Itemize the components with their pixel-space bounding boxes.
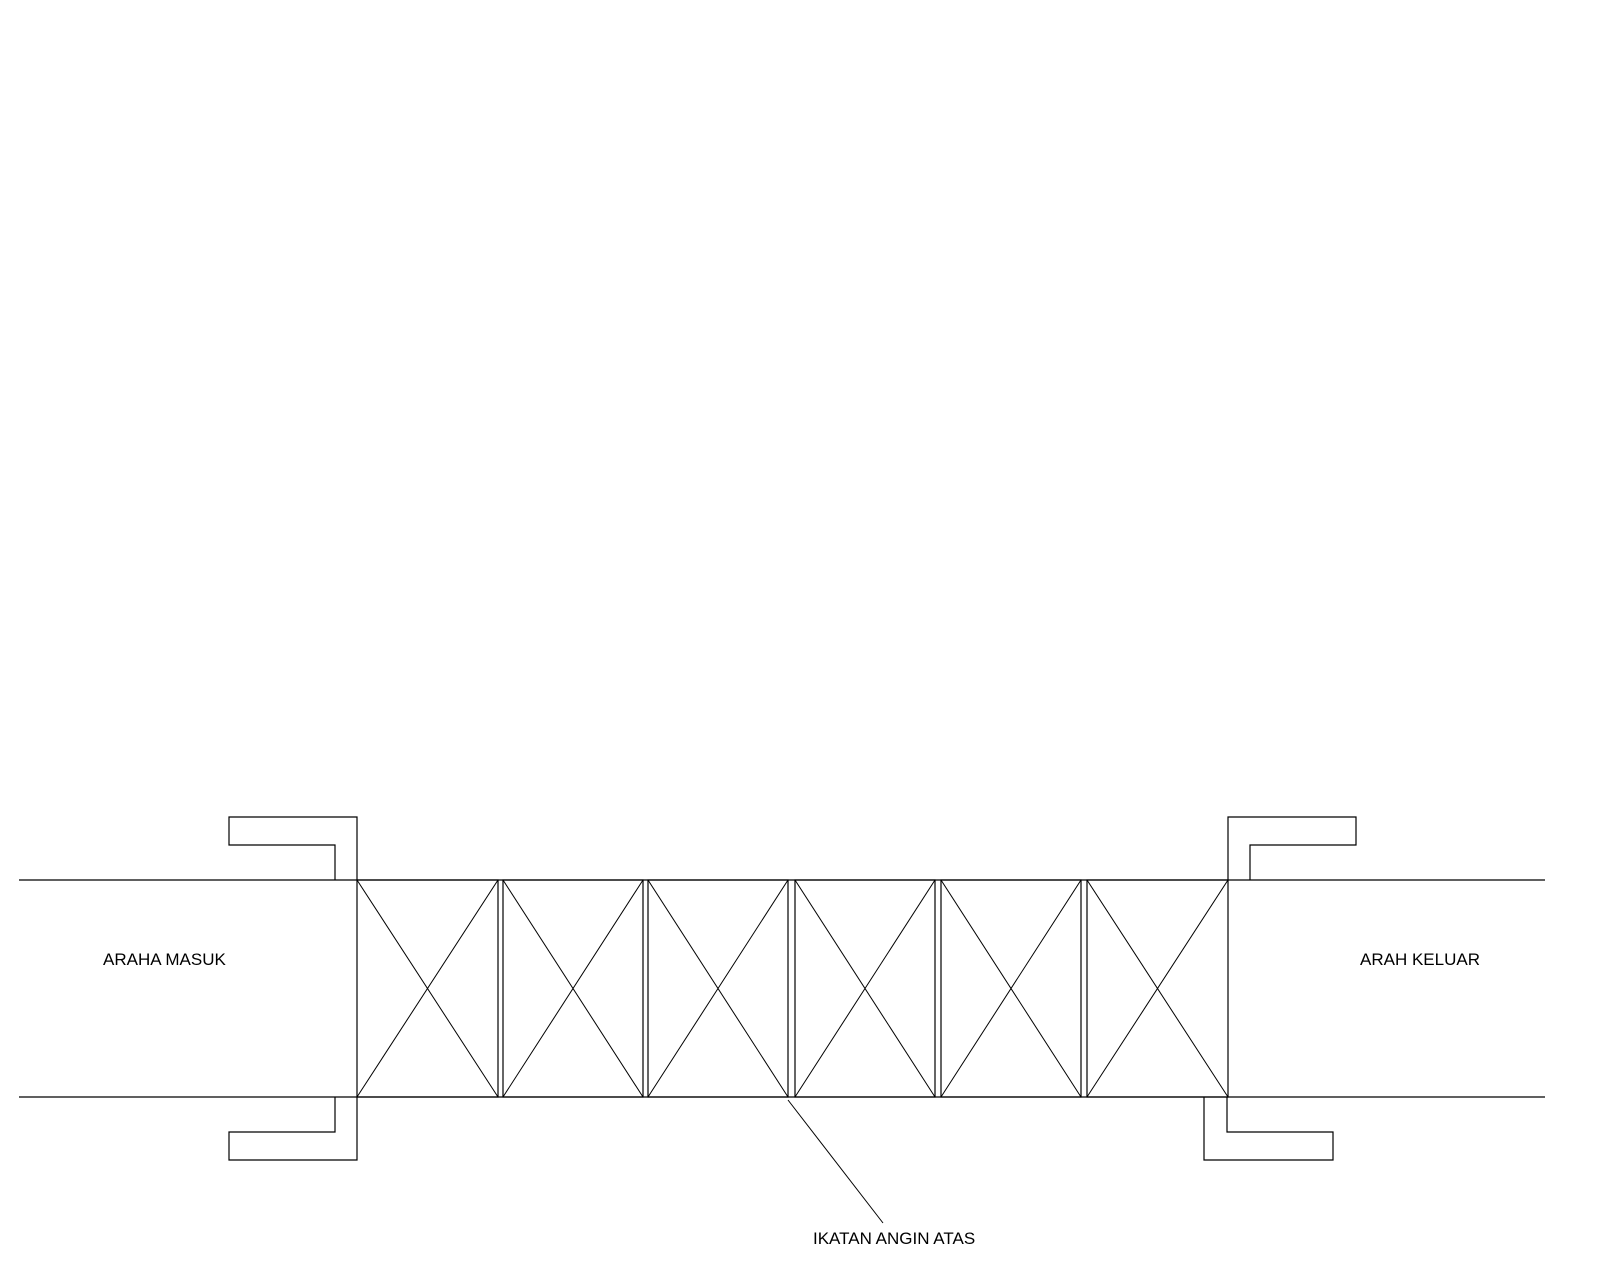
truss-segment-6 <box>1086 879 1229 1098</box>
truss-segment-2 <box>502 879 644 1098</box>
bracing-diagonal <box>502 879 644 1098</box>
truss-frame <box>502 879 644 1098</box>
truss-frame <box>1086 879 1229 1098</box>
bracing-diagonal <box>794 879 936 1098</box>
inlet-label: ARAHA MASUK <box>103 950 226 969</box>
wing-wall-top-left <box>228 816 358 880</box>
truss-frame <box>794 879 936 1098</box>
bracing-diagonal <box>647 879 789 1098</box>
bracing-label: IKATAN ANGIN ATAS <box>813 1229 975 1248</box>
wing-wall-bottom-right <box>1203 1097 1334 1161</box>
outlet-label: ARAH KELUAR <box>1360 950 1480 969</box>
truss-frame <box>940 879 1082 1098</box>
truss-frame <box>647 879 789 1098</box>
truss-frame <box>356 879 499 1098</box>
bracing-diagonal <box>940 879 1082 1098</box>
bracing-diagonal <box>356 879 499 1098</box>
truss-segment-4 <box>794 879 936 1098</box>
truss-segment-1 <box>356 879 499 1098</box>
bracing-diagonal <box>1086 879 1229 1098</box>
wing-wall-top-right <box>1227 816 1357 880</box>
truss-segments <box>356 879 1229 1098</box>
truss-segment-3 <box>647 879 789 1098</box>
wing-wall-bottom-left <box>228 1097 358 1161</box>
truss-segment-5 <box>940 879 1082 1098</box>
bracing-leader-line <box>787 1099 884 1224</box>
